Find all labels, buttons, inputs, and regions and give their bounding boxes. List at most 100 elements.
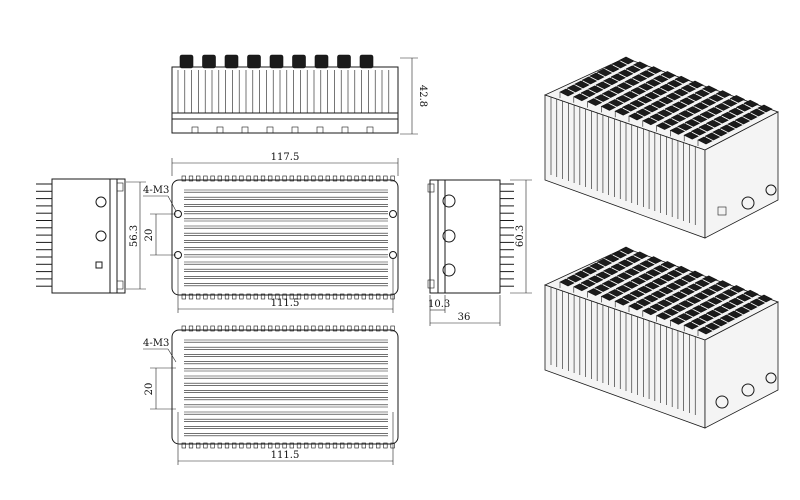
fin-block bbox=[663, 308, 679, 316]
fin-block bbox=[702, 85, 718, 94]
edge-tooth bbox=[340, 293, 345, 300]
fin-block bbox=[728, 107, 744, 116]
fin-block bbox=[669, 127, 686, 135]
fin-block bbox=[659, 273, 675, 282]
fin-block bbox=[604, 64, 620, 73]
edge-tooth bbox=[275, 442, 280, 449]
hole-pitch-top-label: 20 bbox=[144, 229, 155, 242]
fin-block bbox=[609, 276, 625, 284]
edge-tooth bbox=[347, 325, 352, 332]
hole-callout-top: 4-M3 bbox=[143, 185, 177, 212]
fin-block bbox=[646, 66, 663, 74]
fin-block bbox=[614, 297, 630, 306]
fin-block bbox=[721, 111, 737, 120]
fin-block bbox=[611, 60, 628, 69]
fin-block bbox=[637, 285, 653, 294]
width-right-dimension: 60.3 bbox=[510, 179, 532, 294]
fin-block bbox=[609, 86, 625, 94]
edge-tooth bbox=[376, 175, 381, 182]
fin-block bbox=[630, 277, 647, 285]
base-notch bbox=[341, 126, 349, 134]
edge-tooth bbox=[217, 175, 222, 182]
iso-end-slot bbox=[717, 206, 727, 216]
left-fin-ends bbox=[36, 183, 52, 287]
mount-hole bbox=[389, 210, 397, 218]
edge-tooth bbox=[368, 175, 374, 182]
front-fin-caps bbox=[179, 54, 374, 69]
fin-block bbox=[646, 256, 663, 264]
side-slot bbox=[95, 261, 103, 269]
edge-tooth bbox=[332, 442, 338, 449]
top-plan-edge-teeth bbox=[181, 175, 395, 300]
edge-tooth bbox=[318, 175, 323, 182]
edge-tooth bbox=[332, 293, 338, 300]
fin-cap bbox=[247, 54, 261, 69]
fin-block bbox=[712, 318, 728, 327]
edge-tooth bbox=[232, 442, 237, 449]
fin-block bbox=[743, 99, 759, 108]
edge-tooth bbox=[268, 325, 273, 332]
edge-tooth bbox=[332, 325, 338, 332]
edge-tooth bbox=[289, 293, 294, 300]
edge-tooth bbox=[275, 175, 280, 182]
fin-block bbox=[685, 106, 702, 114]
hole-callout-bottom-label: 4-M3 bbox=[143, 338, 169, 349]
fin-block bbox=[707, 297, 723, 305]
fin-block bbox=[664, 295, 680, 304]
edge-tooth bbox=[260, 442, 266, 449]
fin-block bbox=[649, 303, 665, 312]
fin-block bbox=[677, 123, 693, 131]
width-left-dimension: 56.3 bbox=[126, 181, 146, 290]
fin-block bbox=[673, 88, 689, 97]
fin-block bbox=[589, 262, 605, 271]
fin-block bbox=[691, 317, 707, 326]
hole-callout-top-label: 4-M3 bbox=[143, 185, 169, 196]
fin-block bbox=[673, 278, 689, 287]
mount-length-top-label: 111.5 bbox=[271, 298, 300, 309]
fin-block bbox=[608, 289, 624, 297]
fin-block bbox=[631, 264, 648, 272]
edge-tooth bbox=[390, 293, 395, 300]
overall-length-label: 117.5 bbox=[271, 152, 300, 163]
fin-block bbox=[680, 274, 697, 283]
fin-block bbox=[628, 302, 644, 311]
fin-block bbox=[600, 293, 617, 301]
fin-block bbox=[683, 131, 699, 140]
fin-block bbox=[663, 118, 679, 126]
fin-block bbox=[700, 288, 717, 296]
edge-tooth bbox=[203, 325, 208, 332]
fin-block bbox=[625, 65, 641, 74]
fin-block bbox=[706, 119, 722, 128]
fin-block bbox=[665, 92, 682, 101]
edge-tooth bbox=[368, 325, 374, 332]
edge-tooth bbox=[318, 293, 323, 300]
fin-block bbox=[722, 99, 738, 107]
fin-block bbox=[722, 289, 738, 297]
fin-cap bbox=[359, 54, 374, 69]
edge-tooth bbox=[390, 325, 395, 332]
edge-tooth bbox=[239, 293, 244, 300]
fin-block bbox=[559, 88, 575, 97]
fin-block bbox=[664, 105, 680, 114]
fin-block bbox=[633, 251, 649, 260]
edge-tooth bbox=[268, 293, 273, 300]
fin-block bbox=[658, 96, 674, 105]
edge-tooth bbox=[239, 325, 244, 332]
bottom-plan-view bbox=[171, 325, 399, 449]
fin-block bbox=[653, 75, 669, 83]
edge-tooth bbox=[354, 325, 359, 332]
fin-block bbox=[698, 313, 714, 322]
fin-block bbox=[692, 115, 708, 123]
fin-block bbox=[619, 56, 635, 65]
fin-block bbox=[615, 285, 632, 293]
fin-block bbox=[743, 289, 759, 298]
fin-block bbox=[734, 306, 751, 315]
fin-block bbox=[586, 98, 603, 106]
edge-tooth bbox=[224, 175, 230, 182]
edge-tooth bbox=[188, 293, 194, 300]
fin-block bbox=[692, 305, 708, 313]
edge-tooth bbox=[246, 175, 251, 182]
width-right-label: 60.3 bbox=[515, 225, 526, 247]
edge-tooth bbox=[203, 175, 208, 182]
top-plan-fin-ribs bbox=[184, 189, 388, 287]
